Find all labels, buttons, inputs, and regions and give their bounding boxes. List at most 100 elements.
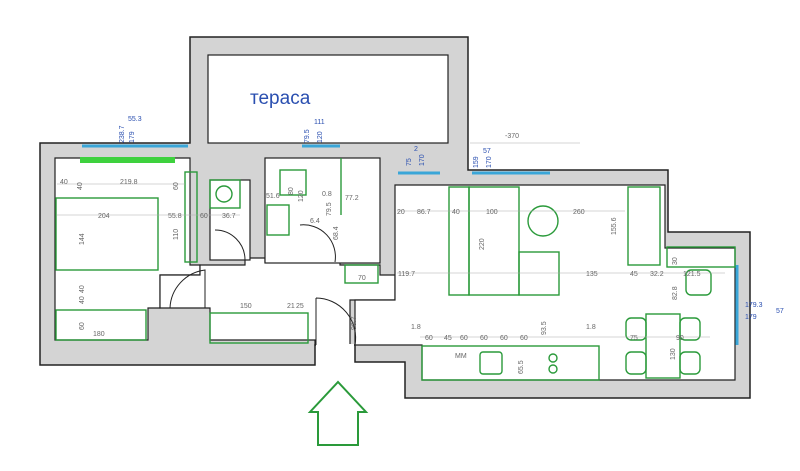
dining-chair xyxy=(679,317,701,341)
dimension-label: 1.8 xyxy=(586,324,596,331)
coffee-table xyxy=(527,205,559,237)
dimension-label: 110 xyxy=(173,229,180,240)
radiator xyxy=(80,157,175,163)
dimension-label: 204 xyxy=(98,213,110,220)
dimensions: 40 219.8 60 40 204 55.8 110 144 40 40 60 180 36.7 60 8… xyxy=(60,133,701,374)
dimension-label: 20 xyxy=(397,209,405,216)
terrace xyxy=(207,54,449,144)
dimension-label: 150 xyxy=(240,303,252,310)
dimension-label: 51.6 xyxy=(266,193,280,200)
dimension-label: 135 xyxy=(586,271,598,278)
dimension-label: 55.3 xyxy=(128,116,142,123)
door-bathroom[interactable] xyxy=(299,224,336,263)
dimension-label: 220 xyxy=(479,238,486,250)
shoe-cabinet xyxy=(344,264,379,284)
dimension-label: 40 xyxy=(79,296,86,304)
dimension-label: 79.5 xyxy=(326,202,333,216)
dimension-label: 55.8 xyxy=(168,213,182,220)
dimension-label: 93.5 xyxy=(541,321,548,335)
dimension-label: 180 xyxy=(93,331,105,338)
dimension-label: 179 xyxy=(745,314,757,321)
dimension-label: 40 xyxy=(452,209,460,216)
dimension-label: 159 xyxy=(473,156,480,168)
dimension-label: 60 xyxy=(460,335,468,342)
dimension-label: 1.8 xyxy=(411,324,421,331)
dimension-label: 144 xyxy=(79,233,86,245)
dimension-label: 155.6 xyxy=(611,217,618,235)
dimension-label: 121.5 xyxy=(683,271,701,278)
dimension-label: 70 xyxy=(358,275,366,282)
dining-chair xyxy=(625,317,647,341)
dimension-label: 60 xyxy=(79,322,86,330)
dimension-label: 260 xyxy=(573,209,585,216)
washing-drum xyxy=(215,185,233,203)
dining-chair xyxy=(625,351,647,375)
wardrobe-bedroom xyxy=(184,171,198,263)
dimension-label: 179.3 xyxy=(745,302,763,309)
sink-bathroom xyxy=(266,204,290,236)
dimension-label: 86.7 xyxy=(417,209,431,216)
dimension-label: 119.7 xyxy=(398,271,415,278)
dimension-label: 65.5 xyxy=(518,360,525,374)
dimension-label: 30 xyxy=(672,257,679,265)
dimension-label: 0.8 xyxy=(322,191,332,198)
dimension-label: 25 xyxy=(296,303,304,310)
dimension-label: 100 xyxy=(486,209,498,216)
dining-table xyxy=(645,313,681,379)
hob-ring-1 xyxy=(548,353,558,363)
hall-wardrobe xyxy=(209,312,309,344)
dimension-label: 32.2 xyxy=(650,271,664,278)
arrow-up-icon xyxy=(307,380,369,446)
kitchen-counter xyxy=(421,345,600,381)
dimension-label: MM xyxy=(455,353,467,360)
dimension-label: 40 xyxy=(60,179,68,186)
tv-unit xyxy=(627,186,661,266)
dimension-label: 90.7 xyxy=(351,316,358,330)
dimension-label: 219.8 xyxy=(120,179,138,186)
dimension-label: 21 xyxy=(287,303,295,310)
dimension-label: 60 xyxy=(480,335,488,342)
kitchen-sink xyxy=(479,351,503,375)
dimension-label: 57 xyxy=(483,148,491,155)
dimension-label: 40 xyxy=(77,182,84,190)
dimension-label: 120 xyxy=(298,190,305,202)
dimension-label: 2 xyxy=(414,146,418,153)
dimension-label: 130 xyxy=(670,348,677,360)
dimension-label: 80 xyxy=(288,187,295,195)
dimension-label: 57 xyxy=(776,308,784,315)
dimension-label: 60 xyxy=(173,182,180,190)
desk xyxy=(666,246,736,268)
hob-ring-2 xyxy=(548,364,558,374)
dimension-label: 179 xyxy=(129,131,136,143)
dimension-label: -370 xyxy=(505,133,519,140)
door-bedroom[interactable] xyxy=(169,269,206,309)
dimension-label: 77.2 xyxy=(345,195,359,202)
entrance-opening xyxy=(316,344,354,366)
door-entrance[interactable] xyxy=(315,297,357,346)
terrace-label: тераса xyxy=(250,88,311,109)
dimension-label: 60 xyxy=(425,335,433,342)
bathroom xyxy=(264,157,381,264)
dimension-label: 45 xyxy=(444,335,452,342)
dimension-label: 68.4 xyxy=(333,226,340,240)
dimension-label: 120 xyxy=(317,131,324,143)
dimension-label: 90 xyxy=(676,335,684,342)
dimension-label: 60 xyxy=(200,213,208,220)
dimension-label: 75 xyxy=(630,335,638,342)
dimension-label: 82.8 xyxy=(672,286,679,300)
toilet xyxy=(279,169,307,196)
dining-chair xyxy=(679,351,701,375)
dimension-label: 40 xyxy=(79,285,86,293)
dimension-label: 45 xyxy=(630,271,638,278)
dimension-label: 36.7 xyxy=(222,213,236,220)
door-laundry[interactable] xyxy=(214,229,246,261)
dimension-label: 79.5 xyxy=(304,129,311,143)
sofa-chaise xyxy=(518,251,560,296)
bed xyxy=(55,197,159,271)
sofa xyxy=(468,186,520,296)
armchair xyxy=(685,269,712,296)
dimension-label: 111 xyxy=(314,119,325,126)
dimension-label: 60 xyxy=(500,335,508,342)
